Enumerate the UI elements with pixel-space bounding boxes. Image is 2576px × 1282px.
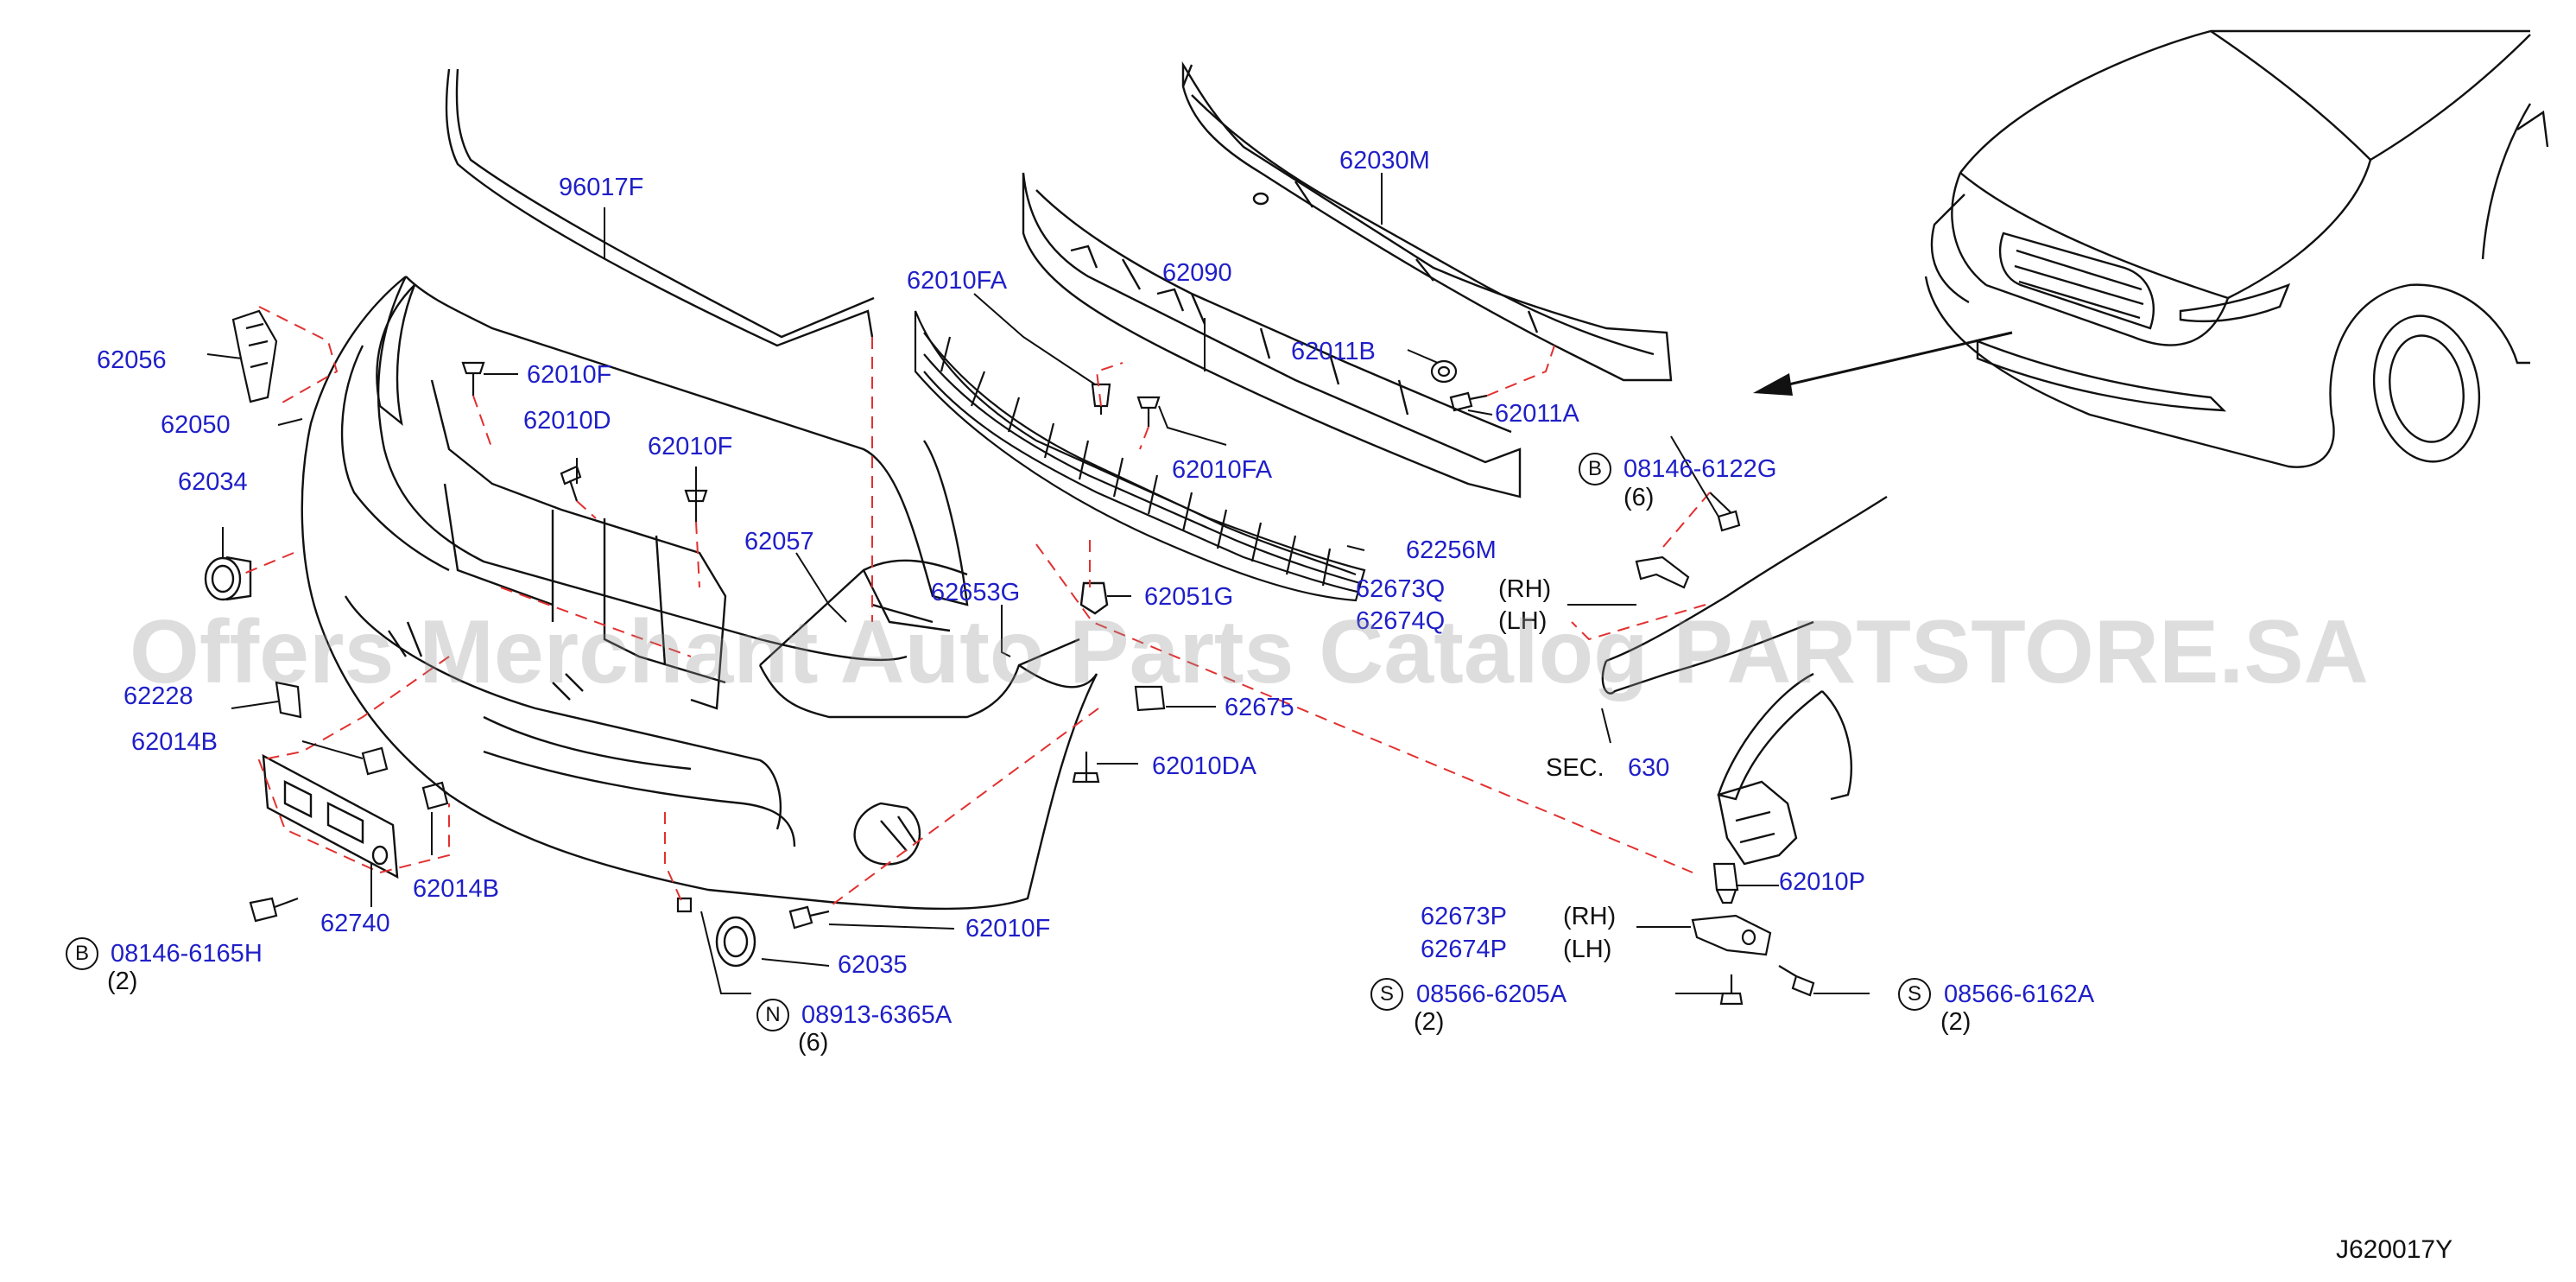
callout-62673P: 62673P <box>1421 903 1507 930</box>
clip-62051G-drawing <box>1079 581 1109 615</box>
callout-62010DA: 62010DA <box>1152 752 1256 780</box>
callout-08146-6165H: 08146-6165H <box>111 940 263 968</box>
callout-62674Q: 62674Q <box>1356 607 1446 635</box>
clip-62010P-drawing <box>1712 862 1739 904</box>
side-rh-p: (RH) <box>1563 903 1617 930</box>
energy-absorber-62090-drawing <box>1022 172 1522 498</box>
dashed-leader-lines <box>241 306 1711 908</box>
callout-62050: 62050 <box>161 411 231 439</box>
moulding-strip-96017F-drawing <box>445 68 875 347</box>
callout-62057: 62057 <box>744 528 814 555</box>
badge-s-right: S <box>1898 978 1931 1011</box>
callout-62228: 62228 <box>123 682 193 710</box>
callout-62010FA-bottom: 62010FA <box>1172 456 1273 484</box>
reinforcement-62030M-drawing <box>1181 61 1673 382</box>
license-plate-bracket-62740-drawing <box>262 753 399 879</box>
callout-62056: 62056 <box>97 346 167 374</box>
callout-62653G: 62653G <box>931 579 1021 606</box>
fog-lamp-bezel-62035-drawing <box>715 916 756 968</box>
vehicle-overview-drawing <box>1924 29 2549 468</box>
callout-62051G: 62051G <box>1144 583 1234 611</box>
qty-08146-6122G: (6) <box>1623 484 1655 511</box>
callout-62010F-bottom: 62010F <box>965 915 1051 942</box>
callout-62030M: 62030M <box>1339 147 1430 175</box>
badge-n: N <box>756 999 789 1031</box>
sensor-bracket-62034-drawing <box>204 555 252 601</box>
callout-62675: 62675 <box>1225 694 1294 721</box>
badge-b-top: B <box>1579 453 1611 486</box>
bracket-62675-drawing <box>1134 685 1166 712</box>
front-bumper-cover-drawing <box>301 276 1098 911</box>
side-lh-p: (LH) <box>1563 936 1612 963</box>
clip-62228-drawing <box>275 681 302 719</box>
callout-96017F: 96017F <box>559 174 644 201</box>
callout-08566-6162A: 08566-6162A <box>1944 981 2095 1008</box>
view-direction-arrow-icon <box>1753 331 2013 396</box>
qty-08146-6165H: (2) <box>107 968 138 995</box>
lower-grille-62256M-drawing <box>914 310 1366 602</box>
callout-62674P: 62674P <box>1421 936 1507 963</box>
bracket-62673Q-drawing <box>1635 555 1690 589</box>
callout-08913-6365A: 08913-6365A <box>801 1001 953 1029</box>
badge-s-left: S <box>1370 978 1403 1011</box>
callout-62256M: 62256M <box>1406 536 1497 564</box>
callout-62010D: 62010D <box>523 407 611 435</box>
callout-08566-6205A: 08566-6205A <box>1416 981 1567 1008</box>
bracket-62673P-drawing <box>1691 914 1772 956</box>
callout-62011B: 62011B <box>1291 338 1376 365</box>
callout-62011A: 62011A <box>1495 400 1579 428</box>
callout-62740: 62740 <box>320 910 390 937</box>
diagram-reference-code: J620017Y <box>2336 1235 2453 1264</box>
qty-08913-6365A: (6) <box>798 1029 829 1057</box>
callout-62010FA-top: 62010FA <box>907 267 1008 295</box>
callout-62014B-right: 62014B <box>413 875 499 903</box>
sec-prefix: SEC. <box>1546 754 1604 782</box>
callout-62035: 62035 <box>838 951 908 979</box>
callout-62014B-left: 62014B <box>131 728 218 756</box>
callout-62010P: 62010P <box>1779 868 1865 896</box>
callout-62010F-top: 62010F <box>527 361 612 389</box>
callout-08146-6122G: 08146-6122G <box>1623 455 1777 483</box>
qty-08566-6162A: (2) <box>1940 1008 1972 1036</box>
sec-number-630: 630 <box>1628 754 1670 782</box>
fastener-icons <box>249 359 1815 1006</box>
solid-leader-lines <box>206 173 1870 994</box>
bracket-62056-drawing <box>231 309 278 403</box>
nut-62014B-drawing <box>361 746 449 810</box>
qty-08566-6205A: (2) <box>1414 1008 1445 1036</box>
fender-section-630-drawing <box>1601 495 1888 866</box>
side-rh-q: (RH) <box>1498 575 1552 603</box>
callout-62010F-mid: 62010F <box>648 433 733 460</box>
callout-62090: 62090 <box>1162 259 1232 287</box>
side-lh-q: (LH) <box>1498 607 1547 635</box>
callout-62673Q: 62673Q <box>1356 575 1446 603</box>
callout-62034: 62034 <box>178 468 248 496</box>
badge-b-left: B <box>66 937 98 970</box>
